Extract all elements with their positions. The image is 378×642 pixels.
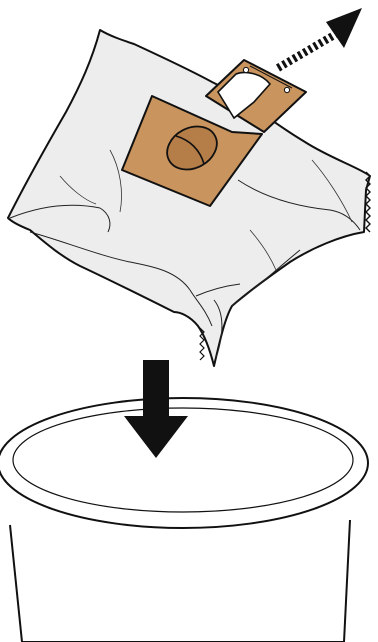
trash-bin-icon: [0, 398, 368, 642]
bin-body: [10, 520, 350, 642]
pull-out-arrow-icon: [278, 8, 362, 68]
